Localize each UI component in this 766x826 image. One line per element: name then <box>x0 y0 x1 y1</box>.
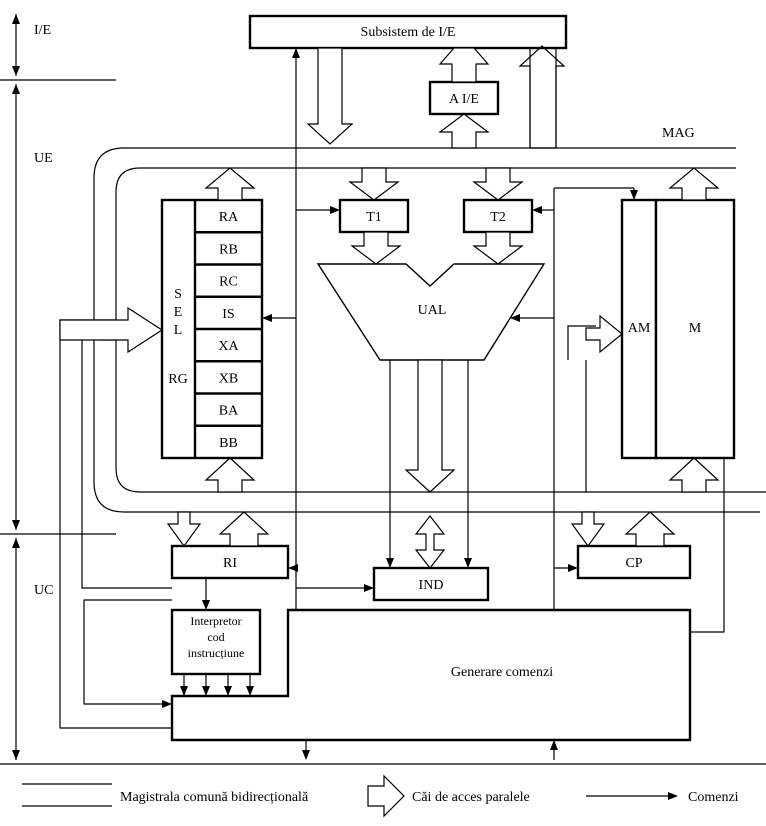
zone-uc-label: UC <box>34 583 53 598</box>
rg-label: RG <box>168 372 187 387</box>
t1-register: T1 <box>338 198 410 234</box>
register-xa: XA <box>218 339 239 354</box>
io-adapter: A I/E <box>428 80 500 116</box>
ind-label: IND <box>419 578 444 593</box>
cp-register: CP <box>576 544 692 580</box>
zone-ie-label: I/E <box>34 23 51 38</box>
interpreter-label-line: cod <box>207 630 224 644</box>
sel-letter: E <box>174 305 183 320</box>
instruction-interpreter: Interpretor cod instrucțiune <box>170 608 262 676</box>
io-subsystem: Subsistem de I/E <box>248 14 568 50</box>
t2-register: T2 <box>462 198 534 234</box>
register-ba: BA <box>219 404 239 419</box>
register-ra: RA <box>219 210 239 225</box>
ri-register: RI <box>170 544 290 580</box>
sel-letter: S <box>174 287 182 302</box>
legend-paths-label: Căi de acces paralele <box>412 790 530 805</box>
register-is: IS <box>222 307 234 322</box>
io-adapter-label: A I/E <box>449 92 479 107</box>
interpreter-label: Interpretor cod instrucțiune <box>188 614 245 660</box>
legend: Magistrala comună bidirecțională Căi de … <box>22 774 739 818</box>
m-label: M <box>689 321 702 336</box>
zone-ue-label: UE <box>34 151 53 166</box>
am-label: AM <box>628 321 651 336</box>
ri-label: RI <box>223 556 237 571</box>
legend-bus-label: Magistrala comună bidirecțională <box>120 790 309 805</box>
io-subsystem-label: Subsistem de I/E <box>361 25 456 40</box>
command-generator-label: Generare comenzi <box>451 665 553 680</box>
command-generator: Generare comenzi <box>170 608 692 742</box>
register-rc: RC <box>219 275 238 290</box>
alu-label: UAL <box>418 303 447 318</box>
legend-commands-label: Comenzi <box>688 790 739 805</box>
cp-label: CP <box>625 556 642 571</box>
sel-letter: L <box>174 323 183 338</box>
memory-block: AM M <box>620 198 736 460</box>
register-bb: BB <box>219 436 238 451</box>
mag-label: MAG <box>662 126 695 141</box>
register-rb: RB <box>219 242 238 257</box>
parallel-paths <box>59 45 720 569</box>
register-xb: XB <box>219 371 238 386</box>
ind-register: IND <box>372 566 490 602</box>
alu: UAL <box>316 263 546 361</box>
zone-scale: I/E UE UC <box>0 14 766 765</box>
t1-label: T1 <box>366 210 382 225</box>
interpreter-label-line: Interpretor <box>190 614 241 628</box>
t2-label: T2 <box>490 210 506 225</box>
register-block: RA RB RC IS XA XB BA BB SEL RG <box>160 198 264 460</box>
interpreter-label-line: instrucțiune <box>188 646 245 660</box>
